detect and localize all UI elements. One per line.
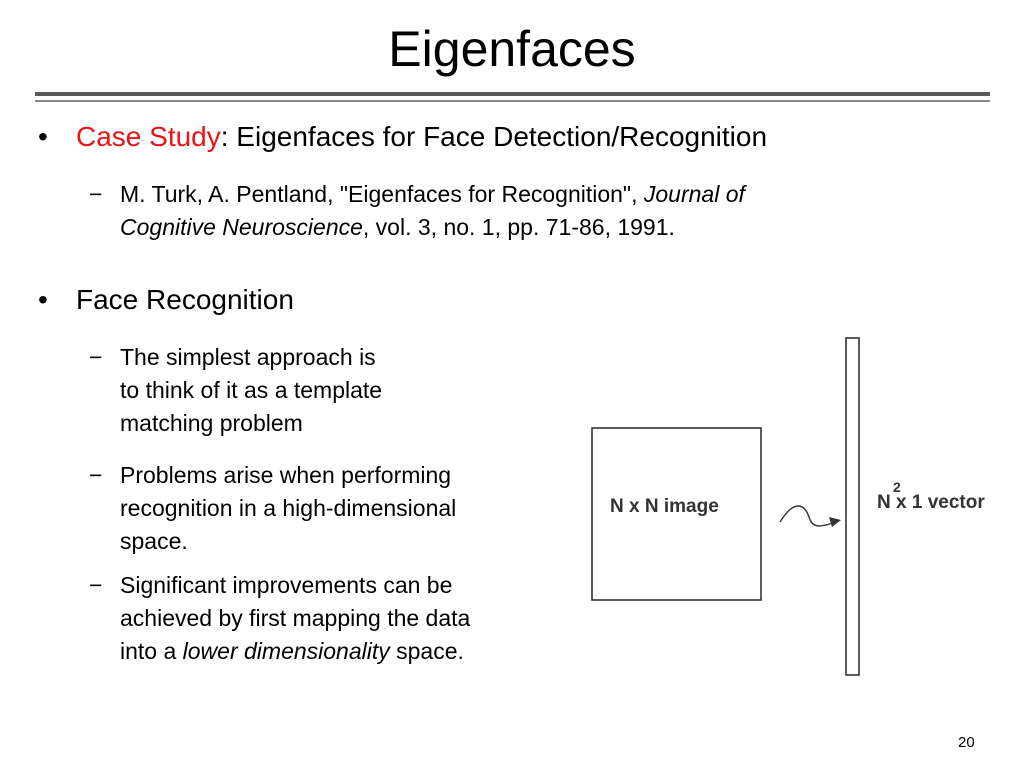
nxn-image-box bbox=[591, 427, 762, 601]
page-number: 20 bbox=[958, 734, 975, 751]
case-study-highlight: Case Study bbox=[76, 121, 221, 152]
bullet-marker: • bbox=[38, 121, 48, 152]
sub-bullet-marker: − bbox=[89, 344, 103, 370]
citation: M. Turk, A. Pentland, "Eigenfaces for Re… bbox=[120, 178, 745, 244]
sub-bullet-high-dimensional: Problems arise when performing recogniti… bbox=[120, 462, 457, 554]
sub-bullet-dimensionality: Significant improvements can be achieved… bbox=[120, 572, 471, 664]
transform-arrow bbox=[779, 505, 839, 527]
slide-title: Eigenfaces bbox=[388, 21, 636, 77]
sub-bullet-marker: − bbox=[89, 572, 103, 598]
sub-bullet-marker: − bbox=[89, 462, 103, 488]
vector-label: N x 1 vector bbox=[877, 492, 985, 513]
nxn-image-label: N x N image bbox=[610, 496, 719, 517]
bullet-face-recognition: Face Recognition bbox=[76, 284, 294, 315]
sub-bullet-marker: − bbox=[89, 181, 103, 207]
title-divider-thick bbox=[35, 92, 990, 96]
citation-line-2: Cognitive Neuroscience, vol. 3, no. 1, p… bbox=[120, 214, 675, 240]
sub-bullet-template-matching: The simplest approach is to think of it … bbox=[120, 344, 383, 436]
case-study-rest: : Eigenfaces for Face Detection/Recognit… bbox=[220, 121, 768, 152]
vector-label-superscript: 2 bbox=[893, 479, 901, 495]
bullet-case-study: Case Study: Eigenfaces for Face Detectio… bbox=[76, 120, 767, 154]
vector-column bbox=[845, 337, 860, 676]
arrow-head-icon bbox=[829, 517, 841, 527]
title-divider-thin bbox=[35, 100, 990, 102]
citation-line-1: M. Turk, A. Pentland, "Eigenfaces for Re… bbox=[120, 181, 745, 207]
bullet-marker: • bbox=[38, 284, 48, 315]
